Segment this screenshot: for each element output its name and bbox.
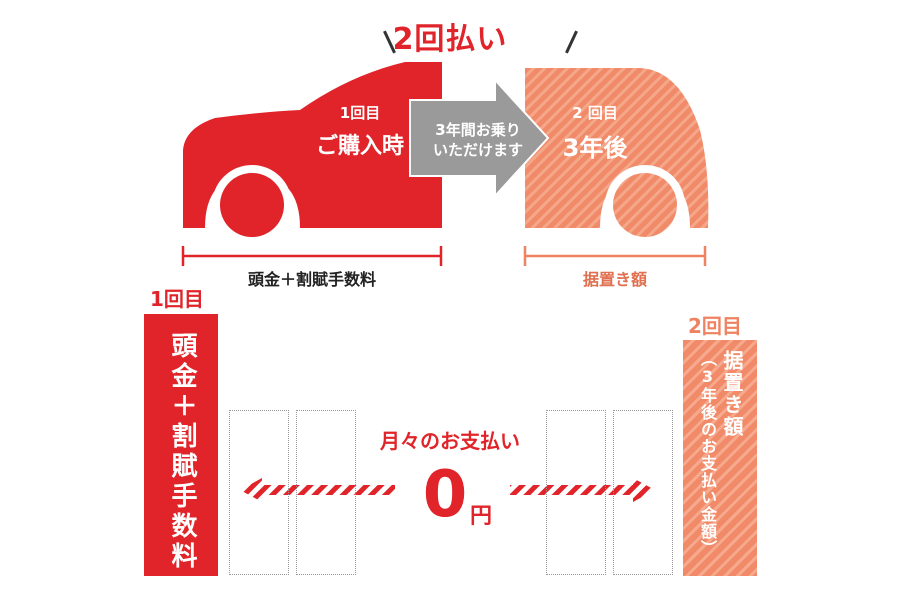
- round2-label: 2回目: [688, 314, 742, 338]
- left-hatched-arrow: [240, 478, 395, 502]
- right-hatched-arrow: [510, 478, 655, 502]
- second-payment-bracket: [523, 246, 707, 266]
- round1-bar-text: 頭金＋割賦手数料: [167, 332, 197, 572]
- second-bracket-label: 据置き額: [582, 270, 647, 289]
- monthly-slot: [229, 410, 289, 575]
- duration-arrow: [409, 77, 550, 199]
- duration-text-line2: いただけます: [432, 141, 523, 159]
- first-payment-round: 1回目: [339, 104, 381, 122]
- round1-label: 1回目: [150, 287, 204, 311]
- duration-text: 3年間お乗り いただけます: [408, 120, 548, 160]
- car-front-body: [183, 62, 442, 228]
- round2-bar-text-main: 据置き額: [720, 350, 744, 438]
- duration-text-line1: 3年間お乗り: [435, 121, 521, 139]
- monthly-slot: [613, 410, 673, 575]
- page-title: 2回払い: [392, 22, 508, 57]
- first-payment-bracket: [181, 246, 443, 266]
- second-payment-timing: 3年後: [562, 134, 628, 162]
- monthly-payment-label: 月々のお支払い: [380, 429, 520, 453]
- car-rear-body: [525, 68, 709, 228]
- monthly-slot: [546, 410, 606, 575]
- round1-bar: 頭金＋割賦手数料: [144, 314, 218, 576]
- first-payment-timing: ご購入時: [315, 134, 404, 159]
- round2-bar-text-sub: （3年後のお支払い金額）: [698, 350, 717, 557]
- monthly-payment-amount: 0: [422, 458, 468, 532]
- round2-bar: 据置き額 （3年後のお支払い金額）: [683, 340, 757, 576]
- monthly-slot: [296, 410, 356, 575]
- monthly-payment-unit: 円: [470, 504, 493, 529]
- first-bracket-label: 頭金＋割賦手数料: [247, 270, 376, 289]
- second-payment-round: 2 回目: [572, 104, 618, 122]
